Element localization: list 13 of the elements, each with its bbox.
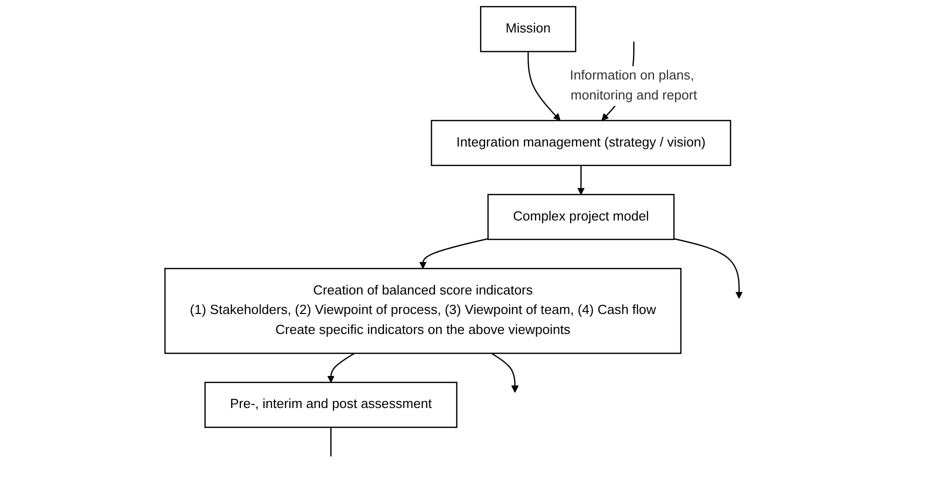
node-box: Pre-, interim and post assessment — [204, 382, 458, 428]
connector — [330, 427, 332, 456]
arrow — [491, 352, 519, 393]
arrow — [419, 238, 488, 269]
arrow — [577, 165, 585, 195]
node-box: Mission — [480, 6, 576, 52]
edge-label: Information on plans, monitoring and report — [570, 68, 698, 103]
arrow — [528, 52, 560, 121]
arrow — [327, 352, 355, 383]
node-box: Integration management (strategy / vision) — [430, 120, 732, 166]
node-box: Complex project model — [487, 194, 675, 240]
arrow — [674, 238, 743, 299]
node-box: Creation of balanced score indicators (1) Stakeholders, (2) Viewpoint of process, (3) Viewpoint of team, (4) Cash flow Create specific indicators on the above viewpoints — [164, 268, 682, 354]
